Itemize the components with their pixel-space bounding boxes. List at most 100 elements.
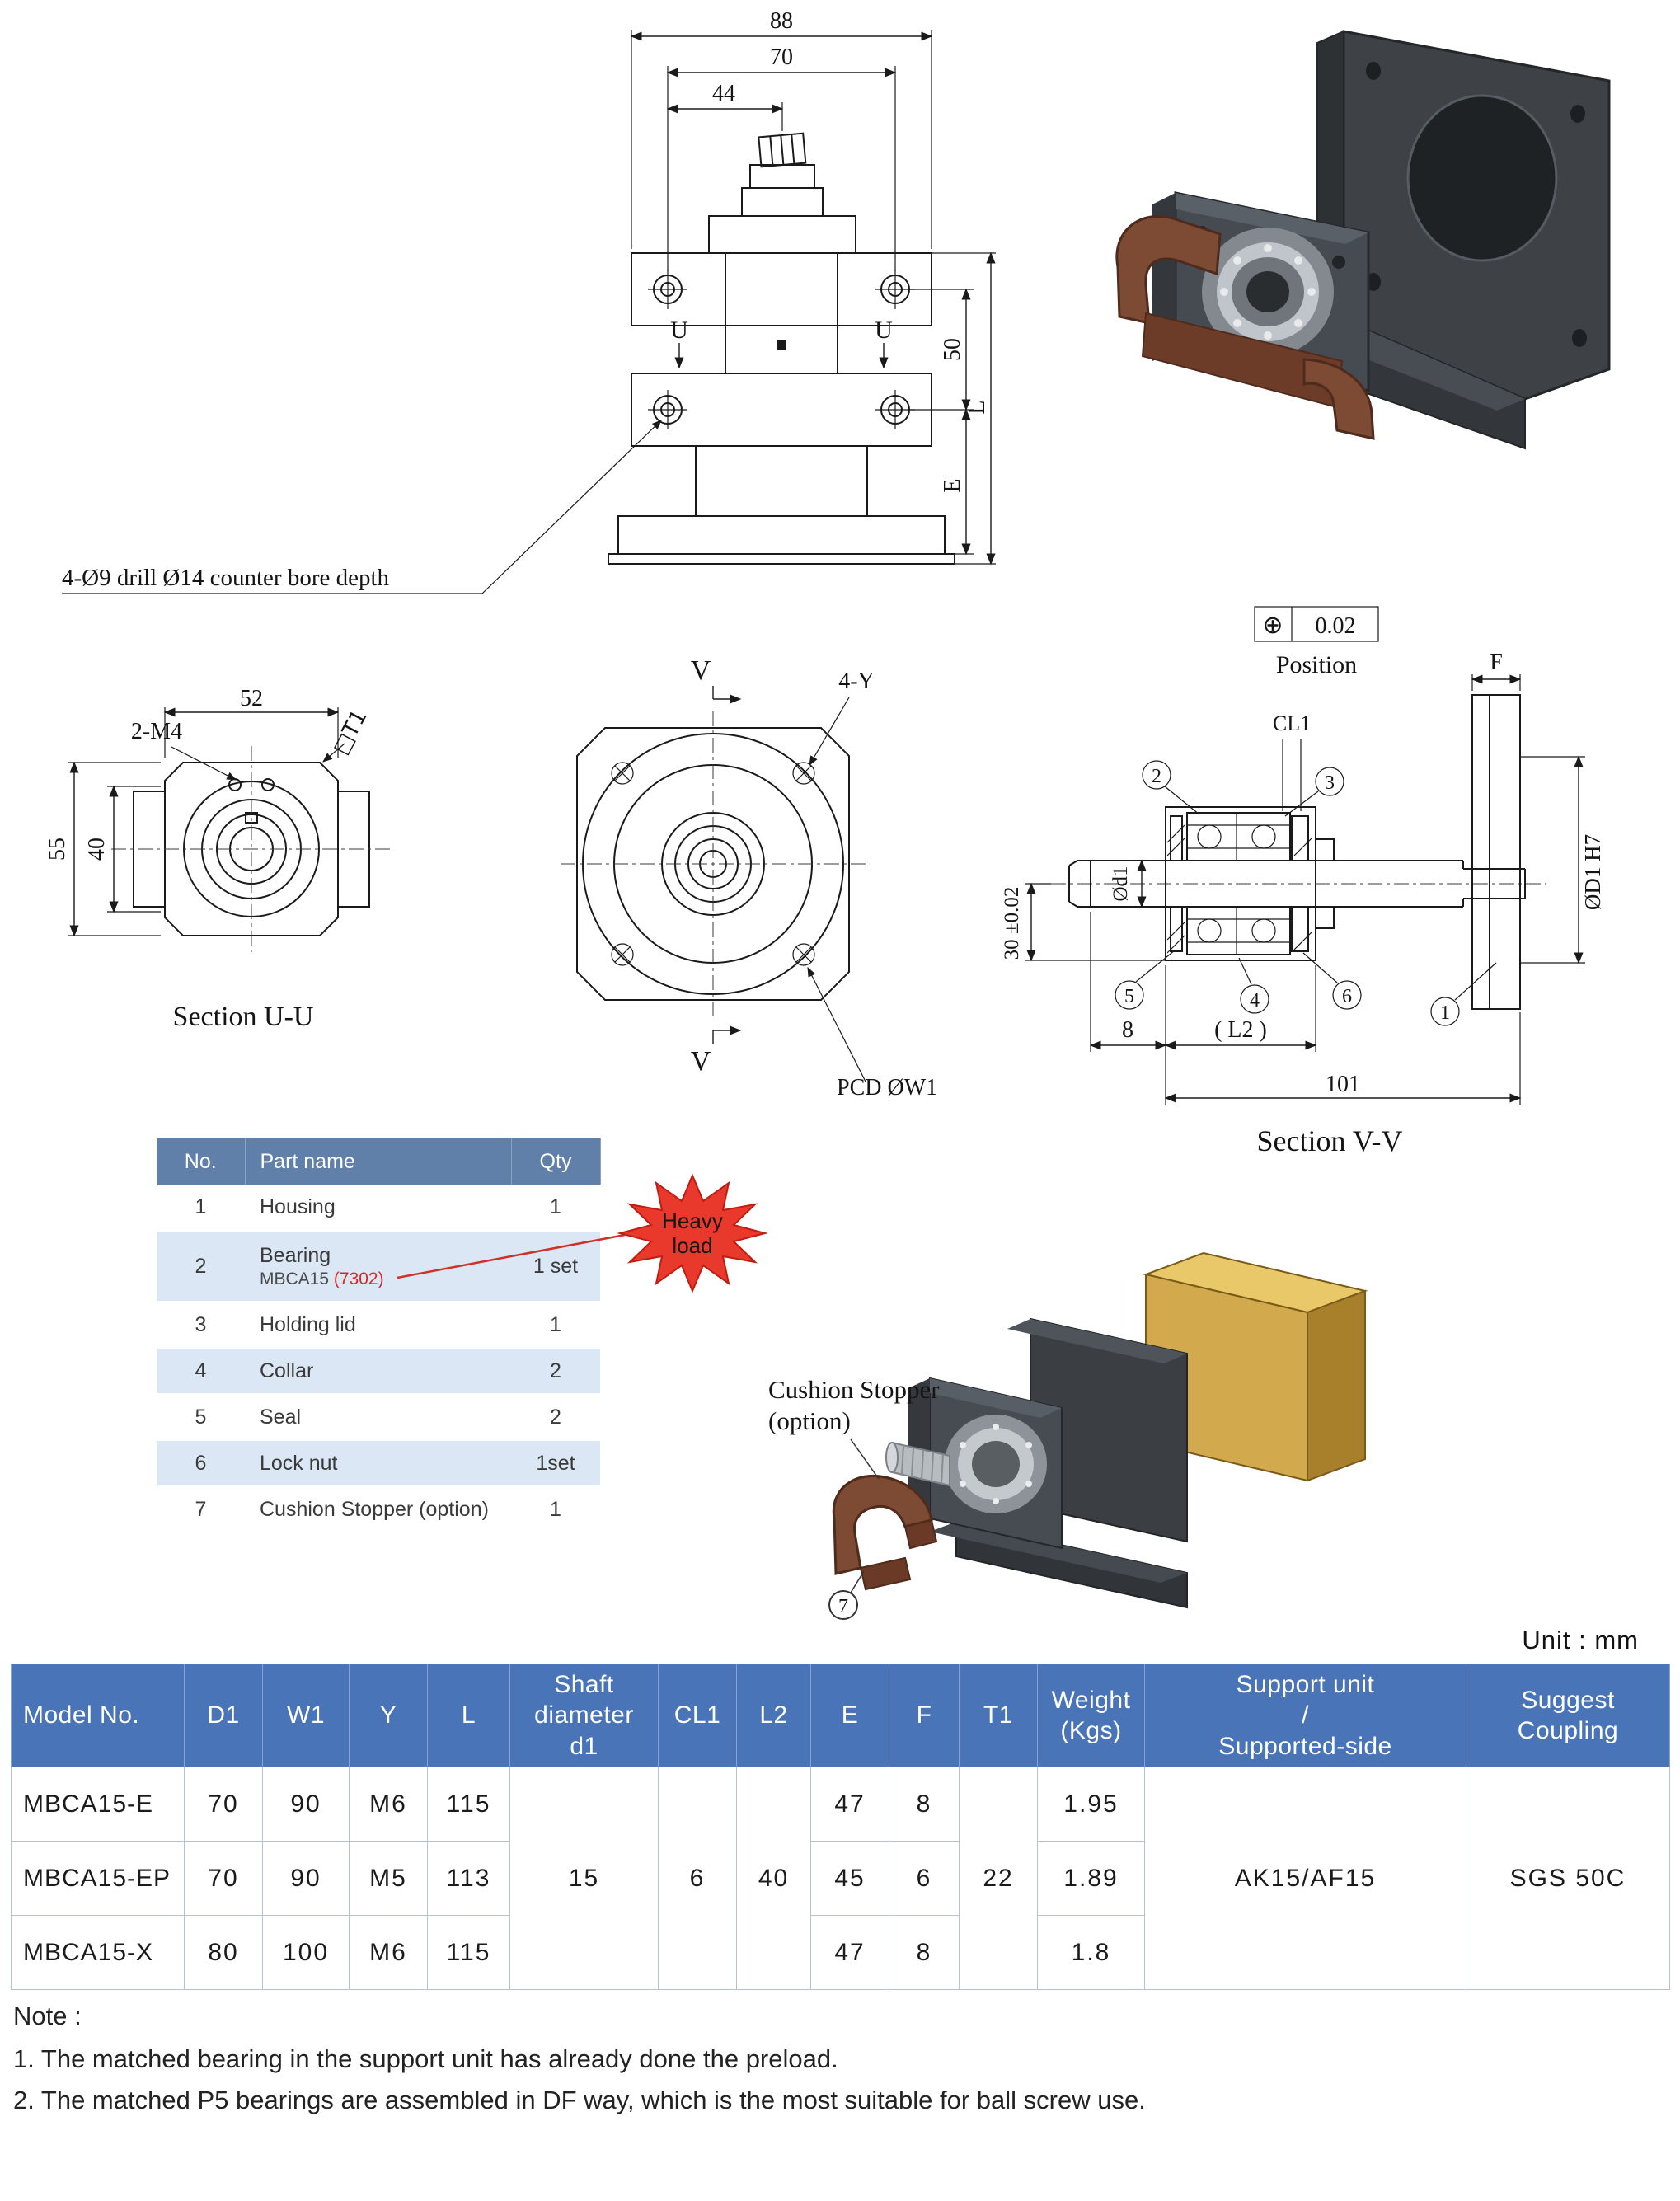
heavy-load-text-1: Heavy — [662, 1208, 723, 1233]
spec-cell: 70 — [184, 1841, 263, 1916]
dim-l2: ( L2 ) — [1214, 1017, 1267, 1043]
part-no: 4 — [157, 1348, 245, 1395]
balloon-7-number: 7 — [838, 1596, 848, 1617]
spec-cell: 1.8 — [1037, 1915, 1145, 1990]
part-name: Housing — [245, 1185, 511, 1232]
svg-text:U: U — [670, 317, 688, 344]
spec-cell: 100 — [262, 1915, 350, 1990]
spec-header-l: L — [427, 1664, 510, 1767]
parts-header-qty: Qty — [511, 1138, 601, 1185]
parts-header-no: No. — [157, 1138, 246, 1185]
starburst-shape — [617, 1173, 768, 1293]
spec-header-t1: T1 — [959, 1664, 1038, 1767]
spec-cell: 1.95 — [1037, 1767, 1145, 1842]
parts-row-housing: 1 Housing 1 — [157, 1185, 600, 1232]
label-2-m4: 2-M4 — [131, 719, 182, 744]
part-qty: 1 — [511, 1185, 600, 1232]
spec-cell-coupling: SGS 50C — [1466, 1767, 1670, 1990]
front-elevation-drawing: 88 70 44 50 E L U U 4-Ø9 drill Ø14 count… — [62, 12, 996, 594]
spec-cell: 90 — [262, 1841, 350, 1916]
position-tolerance-frame: ⊕ 0.02 Position — [1254, 606, 1379, 678]
svg-text:5: 5 — [1124, 986, 1134, 1007]
unit-label: Unit : mm — [1522, 1626, 1639, 1654]
spec-cell: 47 — [810, 1767, 889, 1842]
screw-shaft — [885, 1441, 950, 1487]
part-no: 3 — [157, 1302, 245, 1349]
cushion-stopper-part — [832, 1475, 938, 1591]
label-f: F — [1490, 650, 1503, 675]
note-item-2: 2. The matched P5 bearings are assembled… — [13, 2086, 1146, 2114]
spec-header-support: Support unit / Supported-side — [1144, 1664, 1466, 1767]
parts-row-cushion-stopper: 7 Cushion Stopper (option) 1 — [157, 1486, 600, 1533]
dim-40: 40 — [84, 838, 110, 861]
spec-cell: 90 — [262, 1767, 350, 1842]
label-od1: Ød1 — [1110, 866, 1132, 901]
label-4y: 4-Y — [838, 669, 875, 694]
svg-text:1: 1 — [1440, 1002, 1450, 1024]
svg-text:2: 2 — [1152, 766, 1161, 787]
section-u-markers: U U — [670, 317, 893, 369]
parts-row-bearing: 2 Bearing MBCA15 (7302) 1 set — [157, 1231, 600, 1302]
spec-cell: 115 — [427, 1767, 510, 1842]
support-unit-outline — [608, 132, 955, 565]
part-no: 2 — [157, 1231, 245, 1302]
spec-cell: M5 — [349, 1841, 428, 1916]
spec-cell-l2: 40 — [736, 1767, 811, 1990]
part-sub-model: MBCA15 — [260, 1269, 334, 1288]
spec-row-mbca15-e: MBCA15-E 70 90 M6 115 15 6 40 47 8 22 1.… — [11, 1767, 1670, 1990]
parts-list-table: No. Part name Qty 1 Housing 1 2 Bearing … — [157, 1138, 601, 1533]
tolerance-label: Position — [1276, 651, 1357, 678]
label-d1h7: ØD1 H7 — [1580, 834, 1605, 910]
spec-cell: 45 — [810, 1841, 889, 1916]
parts-header-name: Part name — [245, 1138, 512, 1185]
spec-header-shaft: Shaft diameter d1 — [509, 1664, 659, 1767]
svg-text:V: V — [691, 1046, 711, 1077]
part-qty: 2 — [511, 1348, 600, 1395]
spec-cell: 6 — [889, 1841, 960, 1916]
part-name: Collar — [245, 1348, 511, 1395]
svg-text:6: 6 — [1342, 986, 1352, 1007]
spec-cell: 115 — [427, 1915, 510, 1990]
spec-cell: M6 — [349, 1915, 428, 1990]
spec-cell-support-unit: AK15/AF15 — [1144, 1767, 1466, 1990]
parts-row-lock-nut: 6 Lock nut 1set — [157, 1440, 600, 1487]
spec-cell: MBCA15-EP — [11, 1841, 185, 1916]
svg-text:V: V — [691, 655, 711, 686]
spec-cell-shaft-diameter: 15 — [509, 1767, 659, 1990]
spec-cell-cl1: 6 — [658, 1767, 737, 1990]
balloon-7 — [828, 1590, 858, 1620]
part-name: Cushion Stopper (option) — [245, 1486, 511, 1533]
part-name-main: Bearing — [260, 1243, 331, 1267]
part-qty: 1 — [511, 1486, 600, 1533]
spec-header-y: Y — [349, 1664, 428, 1767]
housing-block — [908, 1317, 1188, 1609]
vv-dimensions: CL1 F ØD1 H7 Ød1 30 ±0.02 8 ( L2 ) 101 — [1002, 650, 1605, 1105]
spec-header-weight: Weight (Kgs) — [1037, 1664, 1145, 1767]
section-uu-caption: Section U-U — [173, 1002, 314, 1032]
label-pcd: PCD ØW1 — [837, 1075, 937, 1100]
section-uu-drawing: 52 55 40 2-M4 □T1 Section U-U — [45, 686, 392, 1032]
svg-text:3: 3 — [1325, 772, 1335, 794]
spec-header-model: Model No. — [11, 1664, 185, 1767]
counterbore-note: 4-Ø9 drill Ø14 counter bore depth — [62, 420, 662, 594]
part-name: Lock nut — [245, 1440, 511, 1487]
spec-header-e: E — [810, 1664, 889, 1767]
spec-cell: 1.89 — [1037, 1841, 1145, 1916]
tolerance-symbol: ⊕ — [1262, 611, 1283, 640]
front-view-drawing: V V 4-Y PCD ØW1 — [561, 655, 937, 1100]
spec-header-row: Model No. D1 W1 Y L Shaft diameter d1 CL… — [11, 1664, 1670, 1767]
dimension-lines — [630, 30, 996, 566]
dim-l: L — [964, 400, 990, 414]
front-view-bolt-holes — [611, 762, 815, 966]
spec-header-d1: D1 — [184, 1664, 263, 1767]
dim-44: 44 — [712, 81, 735, 106]
spec-header-w1: W1 — [262, 1664, 350, 1767]
dim-88: 88 — [770, 12, 793, 34]
parts-row-holding-lid: 3 Holding lid 1 — [157, 1302, 600, 1349]
part-no: 1 — [157, 1185, 245, 1232]
spec-cell: 113 — [427, 1841, 510, 1916]
uu-labels: 2-M4 □T1 — [131, 706, 373, 781]
spec-row-mbca15-x: MBCA15-X 80 100 M6 115 47 8 1.8 — [11, 1915, 1670, 1990]
section-vv-drawing: ⊕ 0.02 Position CL1 — [1002, 606, 1605, 1157]
svg-text:4: 4 — [1250, 990, 1260, 1011]
